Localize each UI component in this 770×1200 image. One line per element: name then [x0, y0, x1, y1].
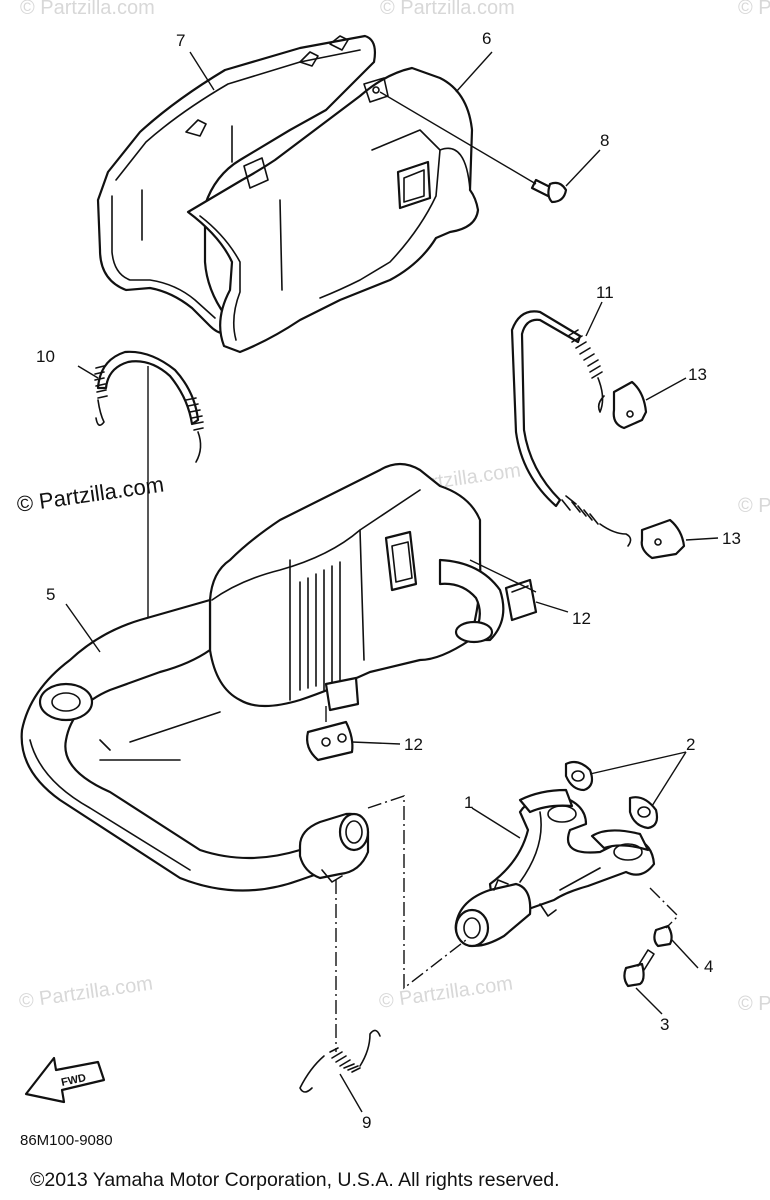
watermark-faint: © Partzilla.com: [738, 495, 770, 517]
part-10-spring: [94, 350, 204, 620]
callout-6: 6: [482, 29, 491, 48]
part-2-gasket: [564, 760, 659, 830]
part-11-spring: [510, 310, 632, 547]
watermark-main: © Partzilla.com: [15, 472, 165, 517]
alignment-lines: [335, 795, 679, 1052]
part-8-bolt: [379, 91, 568, 204]
callout-1: 1: [464, 793, 473, 812]
callout-11: 11: [596, 283, 614, 302]
part-6-heat-protector: [186, 66, 480, 354]
fwd-label: FWD: [60, 1072, 87, 1089]
part-7-heat-protector: [96, 34, 377, 335]
part-4-nut: [653, 924, 673, 948]
callout-8: 8: [600, 131, 609, 150]
leader-lines: [65, 51, 719, 1113]
part-1-exhaust-pipe: [454, 788, 656, 948]
part-9-spring: [299, 1029, 381, 1093]
part-13-bracket: [612, 380, 686, 560]
callout-5: 5: [46, 585, 55, 604]
part-5-muffler: [20, 462, 505, 892]
watermark-faint: © Partzilla.com: [20, 0, 155, 19]
callout-7: 7: [176, 31, 185, 50]
copyright-text: ©2013 Yamaha Motor Corporation, U.S.A. A…: [30, 1169, 560, 1191]
watermark-faint: © Partzilla.com: [738, 993, 770, 1015]
callout-13a: 13: [688, 365, 707, 384]
callout-12a: 12: [572, 609, 591, 628]
watermark-faint: © Partzilla.com: [380, 0, 515, 19]
callout-3: 3: [660, 1015, 669, 1034]
callout-2: 2: [686, 735, 695, 754]
callout-9: 9: [362, 1113, 371, 1132]
fwd-arrow-icon: FWD: [24, 1056, 106, 1104]
callout-13b: 13: [722, 529, 741, 548]
watermark-faint: © Partzilla.com: [378, 972, 515, 1013]
callout-10: 10: [36, 347, 55, 366]
watermark-faint: © Partzilla.com: [738, 0, 770, 19]
callout-4: 4: [704, 957, 713, 976]
callout-12b: 12: [404, 735, 423, 754]
watermark-faint: © Partzilla.com: [18, 972, 155, 1013]
part-12-grommet: [306, 578, 538, 762]
callouts: 7 6 8 10 11 13 13 5 12 12 2 1 4 3 9: [36, 29, 741, 1132]
part-3-bolt: [623, 949, 655, 988]
diagram-code: 86M100-9080: [20, 1132, 113, 1149]
